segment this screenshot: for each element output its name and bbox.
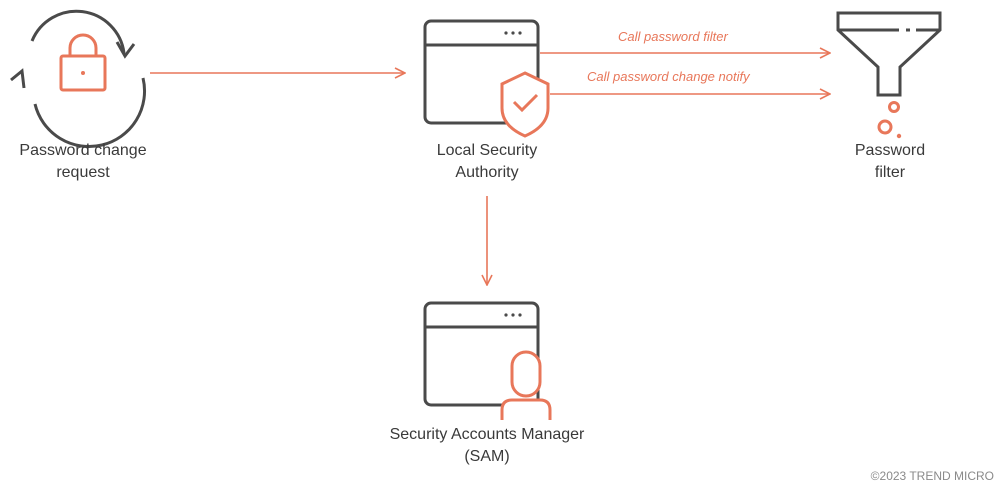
node-label-request: Password change request xyxy=(8,140,158,184)
edge-label-call-filter: Call password filter xyxy=(618,29,728,44)
node-label-lsa-line1: Local Security xyxy=(436,142,538,159)
node-label-request-line1: Password change xyxy=(19,142,147,159)
node-label-request-line2: request xyxy=(56,164,110,181)
node-label-filter: Password filter xyxy=(830,140,950,184)
node-label-sam-line2: (SAM) xyxy=(464,448,510,465)
padlock-refresh-icon xyxy=(10,9,147,149)
node-label-filter-line1: Password xyxy=(854,142,926,159)
window-user-icon xyxy=(423,301,552,420)
node-label-sam: Security Accounts Manager (SAM) xyxy=(357,424,617,468)
node-label-sam-line1: Security Accounts Manager xyxy=(389,426,585,443)
copyright-notice: ©2023 TREND MICRO xyxy=(870,469,994,483)
node-label-filter-line2: filter xyxy=(874,164,906,181)
node-label-lsa: Local Security Authority xyxy=(407,140,567,184)
window-shield-icon xyxy=(423,19,550,138)
funnel-icon xyxy=(836,11,942,139)
edge-label-call-notify: Call password change notify xyxy=(587,69,750,84)
node-label-lsa-line2: Authority xyxy=(455,164,519,181)
